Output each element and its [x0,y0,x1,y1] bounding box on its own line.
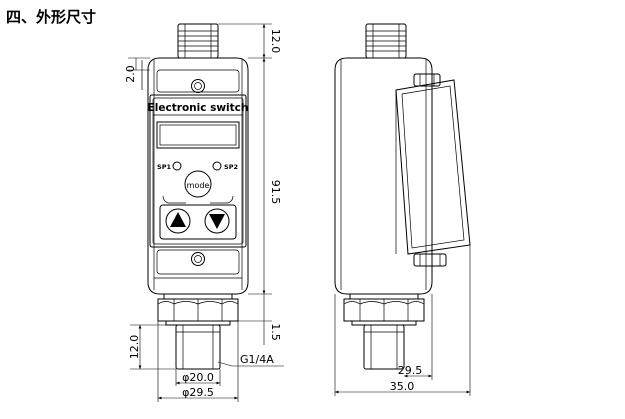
section-title: 四、外形尺寸 [6,8,97,26]
hex-diameter-dim: φ20.0 [182,371,214,384]
side-dimensions: 29.5 35.0 [334,245,471,396]
thread-length-dim: 12.0 [128,335,141,360]
up-button[interactable] [165,208,191,234]
bottom-screw-icon [191,252,205,266]
top-connector-dim: 12.0 [269,29,282,54]
thread-spec-label: G1/4A [240,353,274,366]
cap-offset-dim: 2.0 [124,65,137,83]
side-offset-dim: 29.5 [398,364,423,377]
front-panel: Electronic switch SP1 SP2 mode [148,94,249,248]
triangle-down-icon [209,214,225,229]
brand-label: Electronic switch [148,102,249,114]
sp2-label: SP2 [224,163,238,171]
side-depth-dim: 35.0 [390,380,415,393]
thread-gap-dim: 1.5 [269,323,282,341]
body-height-dim: 91.5 [269,180,282,205]
body-diameter-dim: φ29.5 [182,386,214,399]
sp1-indicator-icon [172,161,182,171]
switch-body [141,57,249,295]
front-view: Electronic switch SP1 SP2 mode [141,23,249,370]
sp2-indicator-icon [212,161,222,171]
side-panel-bezel [395,79,471,255]
sp1-label: SP1 [157,163,171,171]
triangle-up-icon [170,212,186,227]
top-screw-icon [191,79,205,93]
mode-label: mode [187,181,210,190]
mode-button[interactable] [184,170,212,198]
process-connection [157,293,239,370]
down-button[interactable] [204,208,230,234]
top-connector [177,23,219,59]
front-dimensions: 12.0 2.0 91.5 1.5 12.0 G1/4A φ20.0 φ29.5 [124,23,284,402]
bottom-cap [154,249,242,279]
side-view [334,23,471,370]
display-window [156,121,240,149]
